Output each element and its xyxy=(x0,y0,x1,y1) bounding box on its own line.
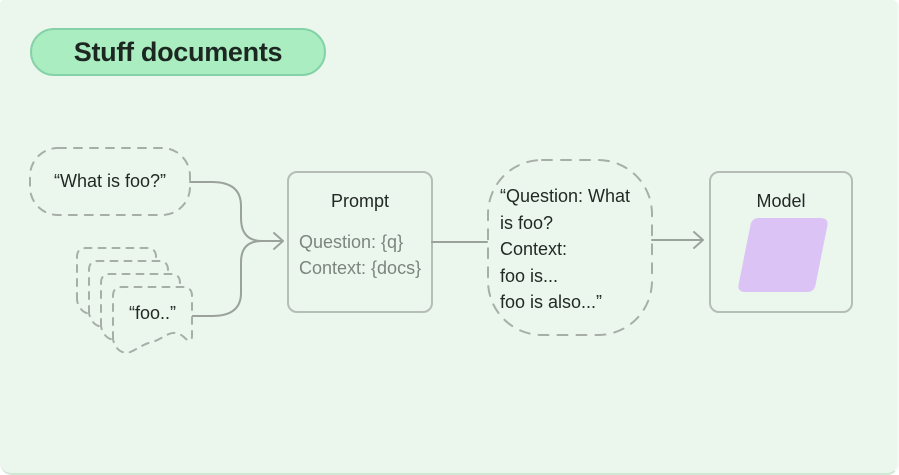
documents-node-label: “foo..” xyxy=(128,302,176,323)
stuffed-prompt-line: is foo? xyxy=(500,212,554,233)
prompt-template-line: Context: {docs} xyxy=(299,258,422,278)
stuffed-prompt-line: foo is... xyxy=(500,265,559,286)
stuffed-prompt-line: Context: xyxy=(500,239,568,259)
stuffed-prompt-line: foo is also...” xyxy=(500,292,603,312)
prompt-box-body: Question: {q} Context: {docs} xyxy=(299,229,429,281)
model-parallelogram-icon xyxy=(738,218,828,292)
question-node-outline xyxy=(29,147,191,216)
prompt-box-title: Prompt xyxy=(330,190,390,211)
model-box-title: Model xyxy=(756,190,806,211)
arrowhead-icon xyxy=(693,231,704,249)
question-node-label: “What is foo?” xyxy=(53,171,167,191)
model-box-outline xyxy=(709,171,853,313)
prompt-template-line: Question: {q} xyxy=(299,232,404,252)
document-sheet-icon xyxy=(112,286,193,354)
title-badge-label: Stuff documents xyxy=(73,36,283,67)
document-stack xyxy=(76,247,193,354)
stuffed-prompt-outline xyxy=(487,159,653,336)
connector-question-to-prompt xyxy=(189,181,263,242)
title-badge: Stuff documents xyxy=(30,28,326,76)
stuffed-prompt-line: “Question: What xyxy=(500,186,631,206)
connector-documents-to-prompt xyxy=(191,240,263,317)
arrowhead-icon xyxy=(273,232,284,250)
stuffed-prompt-text: “Question: What is foo? Context: foo is.… xyxy=(500,183,650,316)
